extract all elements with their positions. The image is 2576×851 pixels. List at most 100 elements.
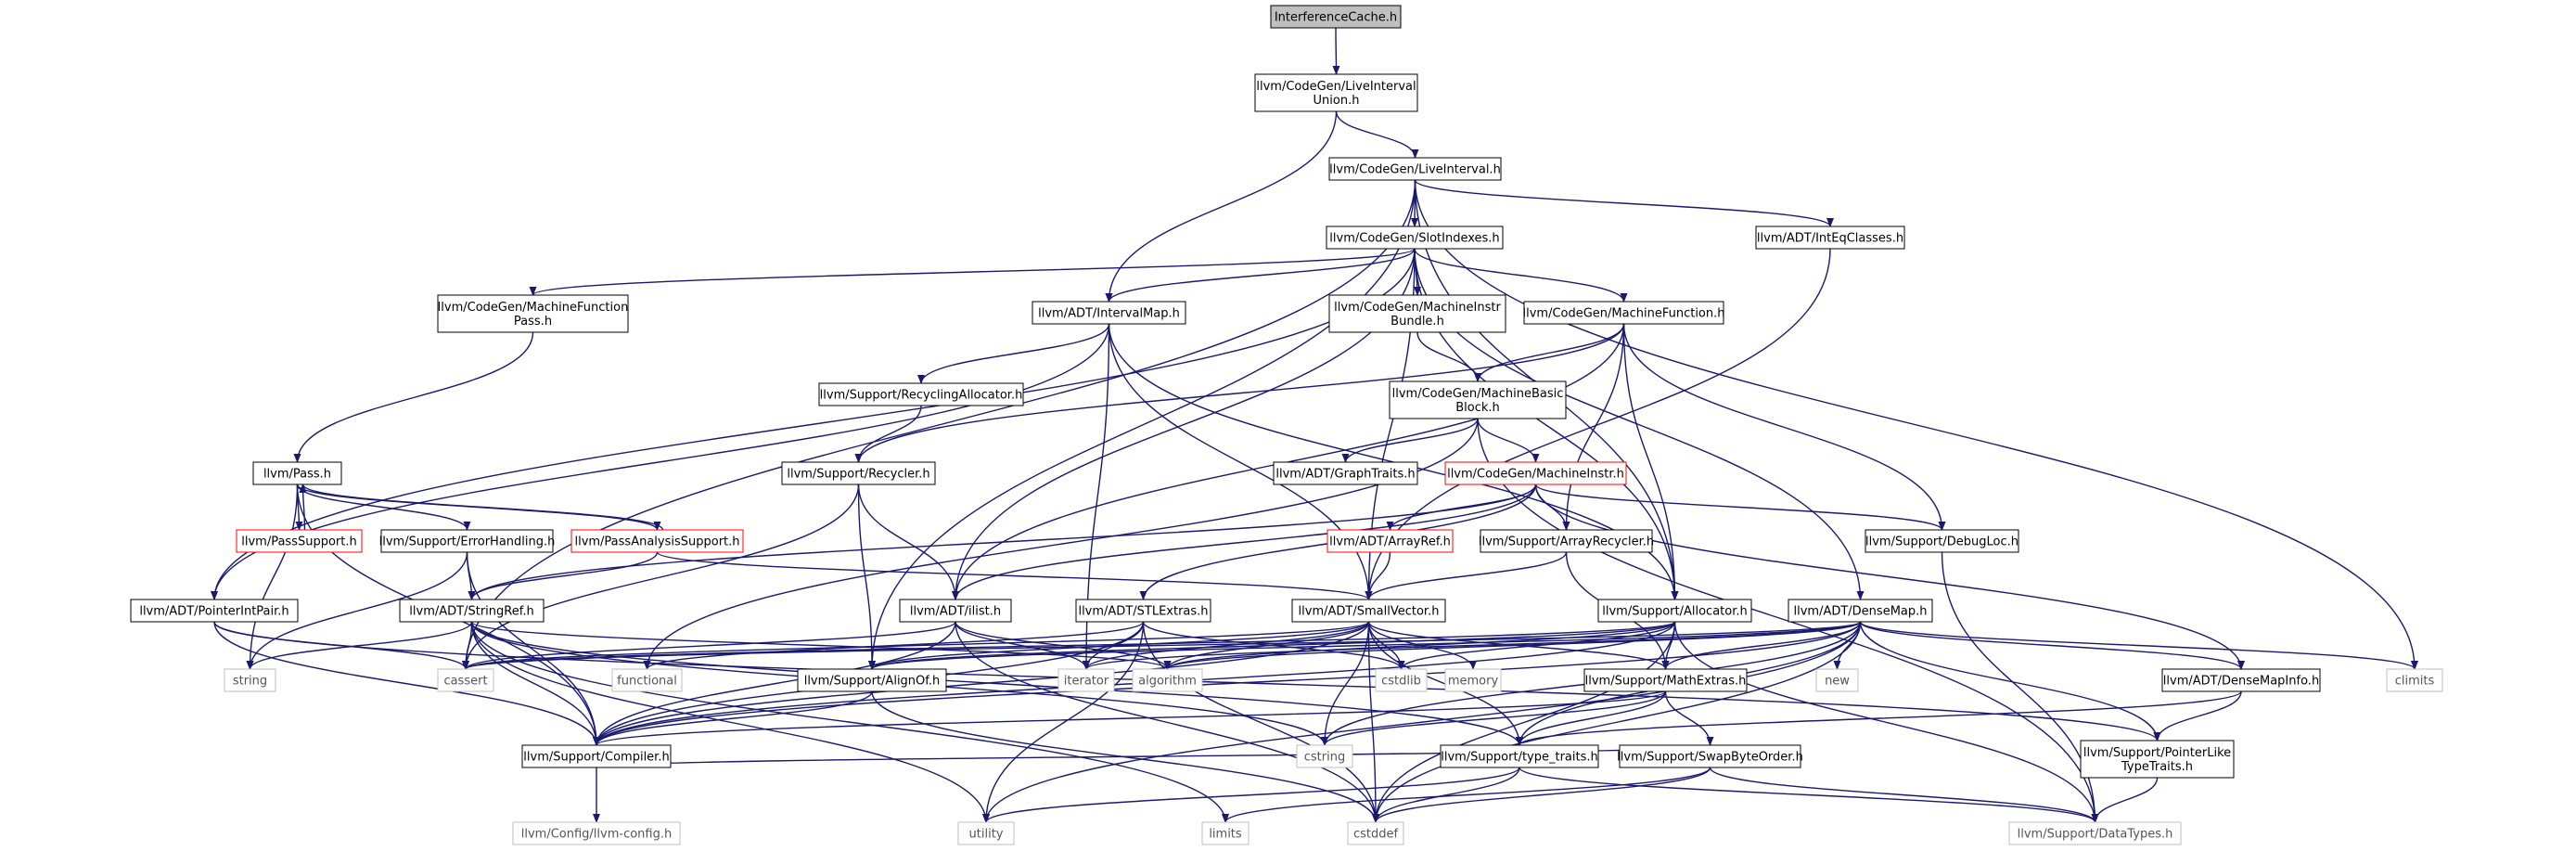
node-passsupport-box (236, 529, 363, 553)
node-datatypes-label: llvm/Support/DataTypes.h (2018, 828, 2173, 842)
node-liveinterval-label: llvm/CodeGen/LiveInterval.h (1329, 163, 1501, 177)
node-arrayrecycler-label: llvm/Support/ArrayRecycler.h (1479, 535, 1654, 549)
node-arrayrecycler[interactable]: llvm/Support/ArrayRecycler.h (1479, 529, 1654, 553)
edge-mathextras-to-typetraits (1516, 690, 1667, 746)
node-slotindexes[interactable]: llvm/CodeGen/SlotIndexes.h (1326, 226, 1504, 250)
edge-recycler-to-alignof (857, 484, 876, 670)
node-arrayref-label: llvm/ADT/ArrayRef.h (1329, 535, 1451, 549)
node-liveinterval[interactable]: llvm/CodeGen/LiveInterval.h (1328, 157, 1502, 181)
node-stringref[interactable]: llvm/ADT/StringRef.h (399, 599, 545, 623)
node-errorhandling[interactable]: llvm/Support/ErrorHandling.h (379, 529, 556, 553)
node-algorithm-label: algorithm (1138, 675, 1197, 689)
node-arrayref[interactable]: llvm/ADT/ArrayRef.h (1326, 529, 1454, 553)
node-interferencecache[interactable]: InterferenceCache.h (1270, 5, 1402, 29)
edge-mathextras-to-compiler (593, 690, 1667, 746)
edge-intervalmap-to-pointerintpair (211, 323, 1110, 600)
edge-densemap-to-iterator (1083, 621, 1862, 670)
edge-swapbyteorder-to-limits (1222, 767, 1711, 823)
edge-interferencecache-to-liveintervalunion (1332, 27, 1340, 75)
node-compiler[interactable]: llvm/Support/Compiler.h (521, 744, 672, 768)
node-pointerintpair[interactable]: llvm/ADT/PointerIntPair.h (130, 599, 299, 623)
node-passanalysissupport-label: llvm/PassAnalysisSupport.h (574, 535, 739, 549)
edge-liveinterval-to-climits (1414, 179, 2418, 670)
node-passsupport-label: llvm/PassSupport.h (241, 535, 357, 549)
edge-liveinterval-to-inteqclasses (1414, 179, 1834, 227)
edge-alignof-to-compiler (593, 690, 873, 746)
edge-densemap-to-densemapinfo (1859, 621, 2245, 670)
node-climits-box (2386, 668, 2443, 692)
node-recyclingallocator-label: llvm/Support/RecyclingAllocator.h (820, 389, 1023, 403)
edge-liveinterval-to-alignof (868, 179, 1416, 670)
node-compiler-label: llvm/Support/Compiler.h (523, 751, 669, 765)
node-machineinstr-box (1444, 461, 1627, 485)
node-inteqclasses[interactable]: llvm/ADT/IntEqClasses.h (1755, 226, 1905, 250)
node-datatypes-box (2008, 821, 2182, 845)
node-llvmconfig-label: llvm/Config/llvm-config.h (521, 828, 672, 842)
node-recyclingallocator[interactable]: llvm/Support/RecyclingAllocator.h (818, 382, 1024, 406)
node-intervalmap[interactable]: llvm/ADT/IntervalMap.h (1032, 301, 1186, 325)
node-recycler-box (781, 461, 936, 485)
node-densemap[interactable]: llvm/ADT/DenseMap.h (1788, 599, 1933, 623)
node-interferencecache-label: InterferenceCache.h (1275, 11, 1397, 25)
node-alignof[interactable]: llvm/Support/AlignOf.h (797, 668, 947, 692)
node-llvmconfig-box (512, 821, 681, 845)
node-liveintervalunion-label: llvm/CodeGen/LiveInterval (1256, 80, 1416, 94)
edge-machineinstr-to-stringref (468, 484, 1537, 600)
edge-smallvector-to-cassert (462, 621, 1370, 670)
edge-allocator-to-cassert (462, 621, 1676, 670)
node-stlextras[interactable]: llvm/ADT/STLExtras.h (1075, 599, 1211, 623)
edge-typetraits-to-datatypes (1519, 767, 2099, 823)
node-swapbyteorder[interactable]: llvm/Support/SwapByteOrder.h (1617, 744, 1803, 768)
edge-allocator-to-alignof (868, 621, 1676, 670)
node-ilist[interactable]: llvm/ADT/ilist.h (899, 599, 1012, 623)
node-pointerliketypetraits-label: TypeTraits.h (2121, 760, 2193, 774)
node-debugloc[interactable]: llvm/Support/DebugLoc.h (1865, 529, 2019, 553)
edge-stringref-to-compiler (470, 621, 600, 746)
node-smallvector[interactable]: llvm/ADT/SmallVector.h (1291, 599, 1446, 623)
edge-smallvector-to-iterator (1083, 621, 1370, 670)
node-allocator[interactable]: llvm/Support/Allocator.h (1597, 599, 1752, 623)
node-densemap-label: llvm/ADT/DenseMap.h (1793, 605, 1927, 619)
node-pointerliketypetraits-box (2080, 740, 2235, 779)
edge-pointerliketypetraits-to-datatypes (2091, 777, 2159, 823)
node-graphtraits[interactable]: llvm/ADT/GraphTraits.h (1273, 461, 1418, 485)
node-cstdlib-label: cstdlib (1381, 675, 1421, 689)
node-densemapinfo[interactable]: llvm/ADT/DenseMapInfo.h (2161, 668, 2321, 692)
node-arrayrecycler-box (1480, 529, 1653, 553)
node-machinefunctionpass-label: llvm/CodeGen/MachineFunction (438, 301, 629, 315)
node-liveintervalunion-box (1254, 73, 1418, 112)
edge-debugloc-to-datatypes (1941, 551, 2099, 823)
node-intervalmap-label: llvm/ADT/IntervalMap.h (1038, 307, 1180, 321)
node-errorhandling-label: llvm/Support/ErrorHandling.h (379, 535, 556, 549)
node-machinefunction[interactable]: llvm/CodeGen/MachineFunction.h (1522, 301, 1725, 325)
node-passanalysissupport[interactable]: llvm/PassAnalysisSupport.h (570, 529, 744, 553)
node-memory-label: memory (1448, 675, 1499, 689)
node-machinebasicblock-label: Block.h (1455, 401, 1500, 415)
node-debugloc-label: llvm/Support/DebugLoc.h (1865, 535, 2019, 549)
node-inteqclasses-label: llvm/ADT/IntEqClasses.h (1757, 232, 1903, 246)
edge-pointerintpair-to-compiler (213, 621, 600, 746)
node-mathextras-label: llvm/Support/MathExtras.h (1585, 675, 1747, 689)
node-recycler-label: llvm/Support/Recycler.h (787, 468, 929, 482)
node-passsupport[interactable]: llvm/PassSupport.h (236, 529, 363, 553)
edge-machinebasicblock-to-functional (643, 418, 1479, 670)
edge-ilist-to-iterator (955, 621, 1090, 670)
edge-machineinstrbundle-to-machinebasicblock (1416, 331, 1481, 382)
node-pass[interactable]: llvm/Pass.h (252, 461, 342, 485)
node-machineinstr[interactable]: llvm/CodeGen/MachineInstr.h (1444, 461, 1627, 485)
node-typetraits[interactable]: llvm/Support/type_traits.h (1440, 744, 1599, 768)
node-liveinterval-box (1328, 157, 1502, 181)
node-typetraits-box (1440, 744, 1599, 768)
node-mathextras[interactable]: llvm/Support/MathExtras.h (1583, 668, 1748, 692)
node-cstdlib-box (1375, 668, 1428, 692)
node-algorithm-box (1132, 668, 1203, 692)
node-recycler[interactable]: llvm/Support/Recycler.h (781, 461, 936, 485)
edge-densemap-to-cstddef (1372, 621, 1862, 823)
node-machineinstrbundle-label: Bundle.h (1391, 315, 1444, 329)
